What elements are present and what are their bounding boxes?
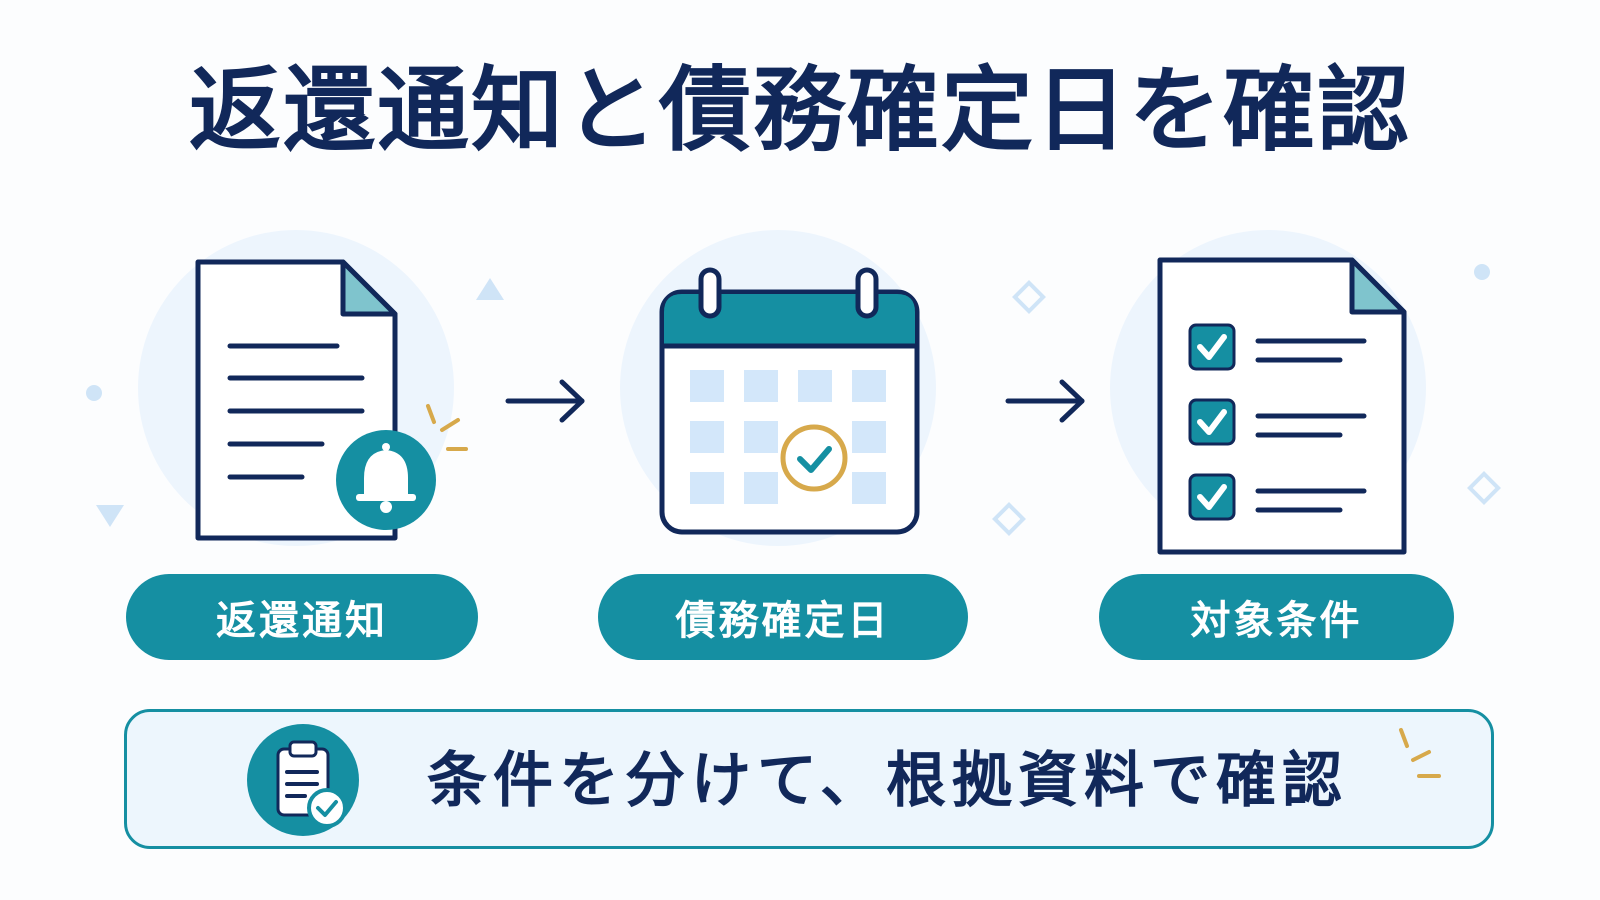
ring-marks [426, 404, 468, 451]
step-label-3: 対象条件 [1099, 574, 1454, 660]
diamond-decor [1467, 471, 1501, 505]
bell-icon [356, 443, 416, 513]
calendar-grid [690, 370, 886, 504]
triangle-decor [476, 278, 504, 300]
checkbox-checked-icon [1188, 473, 1236, 521]
decoration-shapes [86, 264, 1501, 536]
checkbox-checked-icon [1188, 398, 1236, 446]
calendar-check-icon [659, 267, 920, 535]
page-title: 返還通知と債務確定日を確認 [188, 57, 1411, 164]
diamond-decor [992, 502, 1026, 536]
banner-text: 条件を分けて、根拠資料で確認 [427, 746, 1348, 816]
step-label-1: 返還通知 [126, 574, 478, 660]
triangle-decor [96, 505, 124, 527]
checklist-document-icon [1157, 257, 1407, 555]
arrow-right-icon [505, 379, 585, 423]
document-bell-icon [195, 259, 468, 541]
checkbox-checked-icon [1188, 323, 1236, 371]
diamond-decor [1012, 280, 1046, 314]
date-highlight-circle [780, 424, 848, 492]
dot-decor [1474, 264, 1490, 280]
step-label-2: 債務確定日 [598, 574, 968, 660]
sparkle-marks [1399, 728, 1441, 778]
dot-decor [86, 385, 102, 401]
clipboard-check-icon [247, 724, 359, 836]
arrow-right-icon [1005, 379, 1085, 423]
summary-banner: 条件を分けて、根拠資料で確認 [124, 709, 1494, 849]
